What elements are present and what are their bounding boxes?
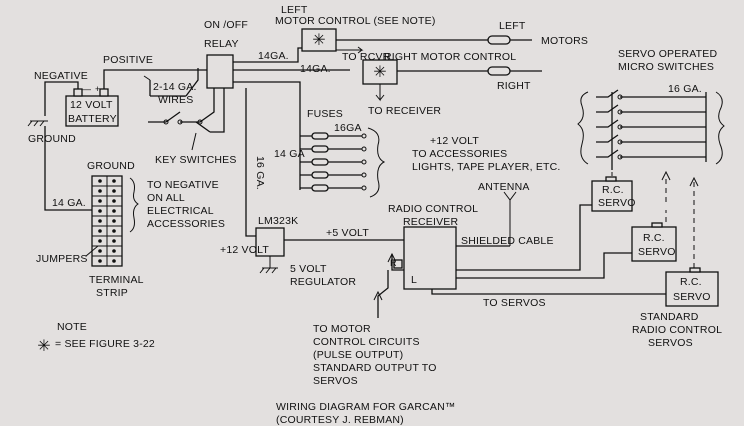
diagram-label: RELAY [204, 38, 239, 50]
diagram-label: + [95, 84, 100, 94]
diagram-label: ELECTRICAL [147, 205, 214, 217]
diagram-label: TERMINAL [89, 274, 144, 286]
diagram-label: ACCESSORIES [147, 218, 225, 230]
diagram-label: STANDARD OUTPUT TO [313, 362, 437, 374]
voltage-regulator [255, 227, 285, 257]
battery: 12 VOLT BATTERY — + [65, 84, 119, 127]
servo-1: R.C. SERVO [591, 176, 636, 212]
servo-2: R.C. SERVO [631, 222, 677, 262]
ground-label: GROUND [28, 133, 76, 145]
diagram-label: 16 GA. [668, 83, 702, 95]
diagram-label: MICRO SWITCHES [618, 61, 714, 73]
diagram-label: TO MOTOR [313, 323, 371, 335]
diagram-label: MOTOR CONTROL (SEE NOTE) [275, 15, 436, 27]
diagram-label: RECEIVER [403, 216, 458, 228]
diagram-label: SERVO [638, 246, 676, 258]
diagram-label: RIGHT MOTOR CONTROL [384, 51, 516, 63]
diagram-label: ON /OFF [204, 19, 248, 31]
servo-3: R.C. SERVO [665, 267, 719, 307]
note-star-icon: ✳ [37, 336, 50, 355]
on-off-relay: ON /OFF RELAY [204, 19, 248, 89]
diagram-label: ✳ [37, 336, 50, 355]
diagram-label: ✳ [373, 62, 386, 81]
diagram-label: R [390, 258, 397, 268]
diagram-label: SERVO OPERATED [618, 48, 717, 60]
diagram-label: SERVOS [648, 337, 693, 349]
diagram-label: TO SERVOS [483, 297, 546, 309]
diagram-label: = SEE FIGURE 3-22 [55, 338, 155, 350]
diagram-label: +12 VOLT [220, 244, 269, 256]
diagram-label: ✳ [312, 30, 325, 49]
diagram-label: ON ALL [147, 192, 185, 204]
diagram-label: SERVOS [313, 375, 358, 387]
jumpers-label: JUMPERS [36, 253, 88, 265]
diagram-label: R.C. [680, 276, 702, 288]
diagram-label: (PULSE OUTPUT) [313, 349, 403, 361]
diagram-label: WIRES [158, 94, 193, 106]
diagram-label: R.C. [602, 184, 624, 196]
diagram-label: L [411, 274, 417, 286]
diagram-label: 14GA. [258, 50, 289, 62]
negative-label: NEGATIVE [34, 70, 88, 82]
diagram-label: ANTENNA [478, 181, 530, 193]
diagram-label: LEFT [499, 20, 526, 32]
diagram-label: SHIELDED CABLE [461, 235, 554, 247]
diagram-label: 14 GA [274, 148, 305, 160]
diagram-label: LEFT [281, 4, 308, 16]
diagram-label: 16 GA. [254, 156, 266, 190]
right-motor-connector [487, 66, 542, 76]
diagram-label: — [82, 84, 91, 94]
ground-symbol [27, 120, 48, 127]
diagram-label: SERVO [673, 291, 711, 303]
note-label: NOTE [57, 321, 87, 333]
diagram-label: FUSES [307, 108, 343, 120]
caption-title: WIRING DIAGRAM FOR GARCAN™ [276, 401, 456, 413]
motors-label: MOTORS [541, 35, 588, 47]
positive-label: POSITIVE [103, 54, 153, 66]
radio-receiver [403, 226, 457, 290]
micro-switches [577, 89, 725, 170]
diagram-label: +12 VOLT [430, 135, 479, 147]
diagram-label: RADIO CONTROL [632, 324, 722, 336]
diagram-label: STRIP [96, 287, 128, 299]
diagram-label: 2-14 GA. [153, 81, 197, 93]
diagram-label: SERVO [598, 197, 636, 209]
diagram-label: LM323K [258, 215, 298, 227]
key-switches-label: KEY SWITCHES [155, 154, 237, 166]
diagram-label: REGULATOR [290, 276, 356, 288]
diagram-label: 14 GA. [52, 197, 86, 209]
terminal-strip [91, 175, 123, 267]
diagram-label: 5 VOLT [290, 263, 327, 275]
diagram-label: TO ACCESSORIES [412, 148, 507, 160]
diagram-label: +5 VOLT [326, 227, 369, 239]
right-motor-control: ✳ [362, 59, 398, 85]
diagram-label: TO NEGATIVE [147, 179, 219, 191]
diagram-label: R.C. [643, 232, 665, 244]
diagram-label: LIGHTS, TAPE PLAYER, ETC. [412, 161, 561, 173]
fuse-block [300, 127, 386, 198]
diagram-label: RIGHT [497, 80, 531, 92]
diagram-label: CONTROL CIRCUITS [313, 336, 420, 348]
key-switches [148, 68, 225, 151]
diagram-label: 12 VOLT [70, 99, 113, 111]
caption-credit: (COURTESY J. REBMAN) [276, 414, 404, 426]
antenna [503, 191, 517, 246]
left-motor-connector [487, 35, 532, 45]
diagram-label: TO RECEIVER [368, 105, 441, 117]
diagram-label: STANDARD [640, 311, 699, 323]
left-motor-control: ✳ [301, 28, 337, 52]
diagram-label: 14GA. [300, 63, 331, 75]
diagram-label: GROUND [87, 160, 135, 172]
diagram-label: 16GA [334, 122, 362, 134]
diagram-label: BATTERY [68, 113, 117, 125]
diagram-label: RADIO CONTROL [388, 203, 478, 215]
